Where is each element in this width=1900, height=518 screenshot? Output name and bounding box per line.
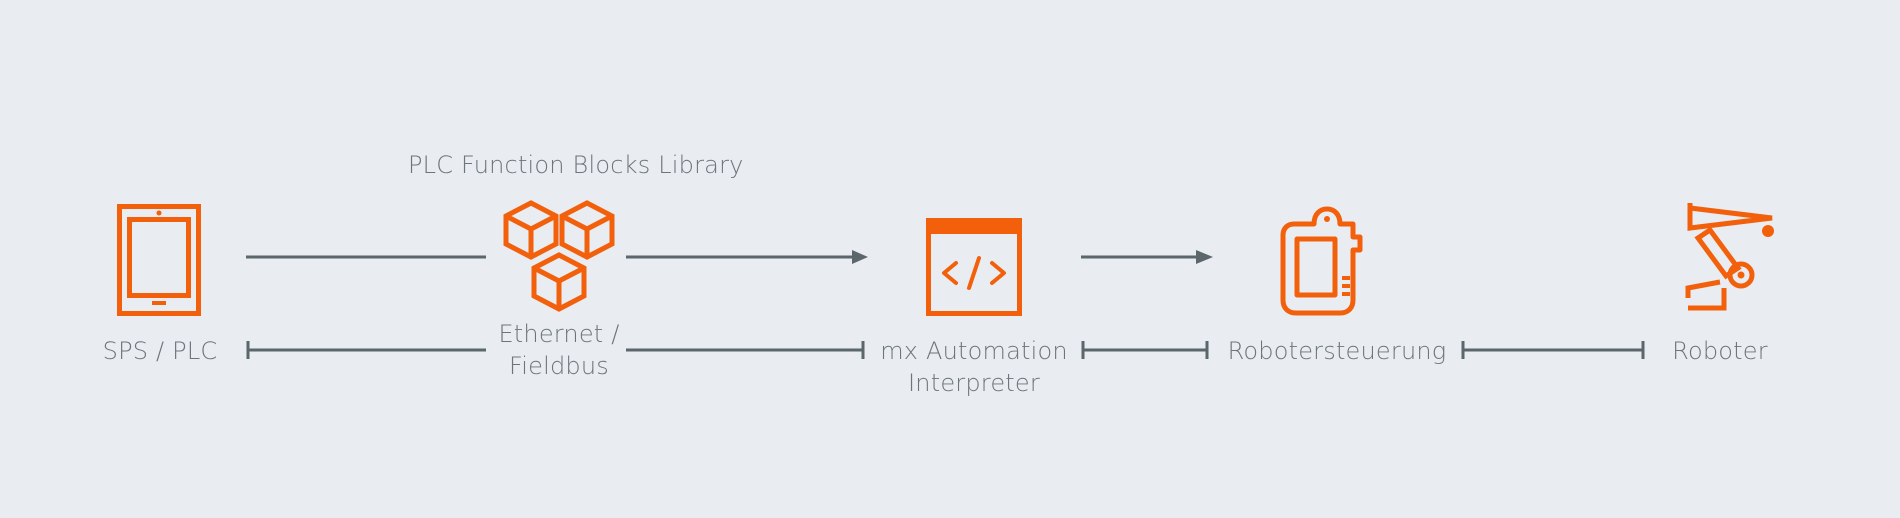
cubes-icon [503, 200, 615, 312]
fieldbus-label-line1: Ethernet / [498, 320, 620, 348]
fieldbus-label-line2: Fieldbus [509, 352, 609, 380]
robot-arm-icon [1685, 203, 1774, 311]
controller-label: Robotersteuerung [1227, 337, 1447, 365]
sps-plc-label: SPS / PLC [102, 337, 218, 365]
code-window-icon [926, 218, 1022, 316]
interpreter-label-line1: mx Automation [880, 337, 1068, 365]
arrowhead-controller [1196, 250, 1213, 264]
interpreter-label-line2: Interpreter [908, 369, 1040, 397]
tablet-icon [117, 204, 201, 316]
robot-controller-icon [1280, 206, 1363, 316]
library-label: PLC Function Blocks Library [408, 151, 744, 179]
robot-label: Roboter [1672, 337, 1768, 365]
arrowhead-interpreter [852, 250, 868, 264]
